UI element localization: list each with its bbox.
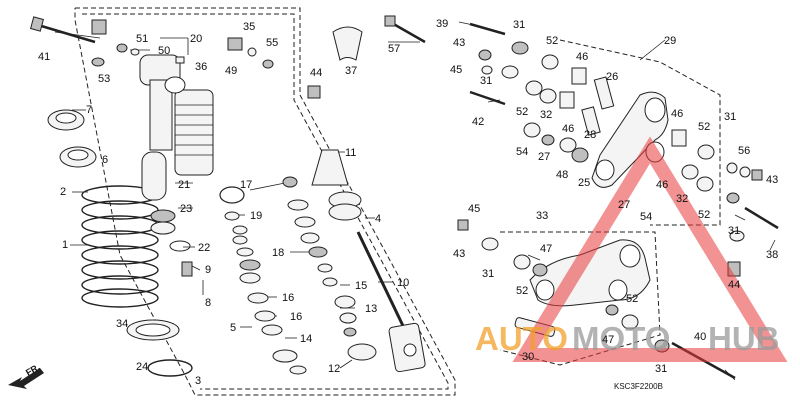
callout-37: 37	[345, 65, 357, 77]
callout-26: 26	[606, 71, 618, 83]
callout-52-c: 52	[698, 121, 710, 133]
part-drawings	[30, 15, 779, 380]
callout-47-b: 47	[602, 334, 614, 346]
callout-3: 3	[195, 375, 201, 387]
watermark-part1: AUTO	[475, 320, 568, 357]
callout-5: 5	[230, 322, 236, 334]
callout-16-b: 16	[290, 311, 302, 323]
callout-6: 6	[102, 154, 108, 166]
callout-52-a: 52	[546, 35, 558, 47]
watermark-part3: HUB	[708, 320, 780, 357]
callout-8: 8	[205, 297, 211, 309]
callout-labels: 41 53 7 6 2 1 34 24 3 51 50 20 36 35 49 …	[38, 18, 778, 387]
callout-54-a: 54	[516, 146, 528, 158]
callout-18: 18	[272, 247, 284, 259]
callout-46-d: 46	[656, 179, 668, 191]
callout-47-a: 47	[540, 243, 552, 255]
callout-15: 15	[355, 280, 367, 292]
callout-4: 4	[375, 213, 381, 225]
callout-17: 17	[240, 179, 252, 191]
callout-9: 9	[205, 264, 211, 276]
callout-44-b: 44	[728, 279, 740, 291]
callout-40: 40	[694, 331, 706, 343]
callout-46-b: 46	[562, 123, 574, 135]
callout-20: 20	[190, 33, 202, 45]
callout-22: 22	[198, 242, 210, 254]
callout-43-b: 43	[766, 174, 778, 186]
callout-16-a: 16	[282, 292, 294, 304]
callout-12: 12	[328, 363, 340, 375]
callout-38: 38	[766, 249, 778, 261]
callout-31-e: 31	[482, 268, 494, 280]
callout-46-c: 46	[671, 108, 683, 120]
callout-7: 7	[86, 104, 92, 116]
callout-39: 39	[436, 18, 448, 30]
callout-27-b: 27	[618, 199, 630, 211]
callout-33: 33	[536, 210, 548, 222]
callout-45-b: 45	[468, 203, 480, 215]
callout-28: 28	[584, 129, 596, 141]
callout-52-f: 52	[626, 293, 638, 305]
watermark-triangle-icon	[512, 136, 788, 362]
watermark-part2: MOTO	[572, 320, 670, 357]
callout-34: 34	[116, 318, 128, 330]
callout-49: 49	[225, 65, 237, 77]
callout-52-e: 52	[516, 285, 528, 297]
callout-14: 14	[300, 333, 312, 345]
watermark: AUTO MOTO HUB	[475, 136, 788, 362]
callout-43-a: 43	[453, 37, 465, 49]
callout-10: 10	[397, 277, 409, 289]
callout-32-a: 32	[540, 109, 552, 121]
callout-13: 13	[365, 303, 377, 315]
callout-48: 48	[556, 169, 568, 181]
callout-31-c: 31	[724, 111, 736, 123]
callout-43-c: 43	[453, 248, 465, 260]
callout-31-b: 31	[480, 75, 492, 87]
callout-32-b: 32	[676, 193, 688, 205]
callout-54-b: 54	[640, 211, 652, 223]
callout-23: 23	[180, 203, 192, 215]
callout-31-f: 31	[655, 363, 667, 375]
callout-25: 25	[578, 177, 590, 189]
callout-52-b: 52	[516, 106, 528, 118]
callout-31-d: 31	[728, 225, 740, 237]
callout-57: 57	[388, 43, 400, 55]
callout-21: 21	[178, 179, 190, 191]
callout-51: 51	[136, 33, 148, 45]
callout-45-a: 45	[450, 64, 462, 76]
callout-31-a: 31	[513, 19, 525, 31]
callout-30: 30	[522, 351, 534, 363]
callout-2: 2	[60, 186, 66, 198]
callout-53: 53	[98, 73, 110, 85]
diagram-code: KSC3F2200B	[614, 382, 663, 391]
callout-56: 56	[738, 145, 750, 157]
callout-11: 11	[345, 147, 356, 159]
callout-44-top: 44	[310, 67, 322, 79]
callout-52-d: 52	[698, 209, 710, 221]
callout-19: 19	[250, 210, 262, 222]
callout-55: 55	[266, 37, 278, 49]
callout-36: 36	[195, 61, 207, 73]
front-direction-indicator: FR.	[8, 362, 44, 389]
callout-29: 29	[664, 35, 676, 47]
callout-27-a: 27	[538, 151, 550, 163]
callout-24: 24	[136, 361, 148, 373]
callout-50: 50	[158, 45, 170, 57]
callout-1: 1	[62, 239, 68, 251]
callout-42: 42	[472, 116, 484, 128]
arrow-left-icon	[8, 368, 44, 389]
callout-41: 41	[38, 51, 50, 63]
callout-46-a: 46	[576, 51, 588, 63]
callout-35: 35	[243, 21, 255, 33]
